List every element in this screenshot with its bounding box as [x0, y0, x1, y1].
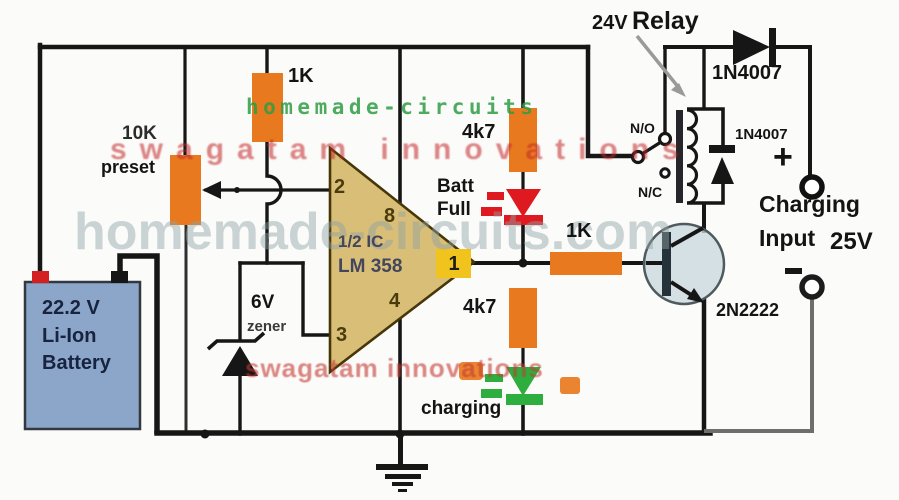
ground-symbol: [376, 434, 428, 492]
contact-nc-label: N/C: [638, 184, 663, 200]
opamp-pin8-label: 8: [384, 205, 396, 227]
zener-value-label: 6V: [251, 292, 275, 313]
diode-triangle: [733, 30, 770, 65]
relay-arm: [641, 140, 662, 156]
battery-neg-wire: [117, 253, 160, 434]
relay-pole-contact: [630, 149, 646, 165]
transistor-collector-lead: [670, 226, 704, 248]
battery-label-line1: 22.2 V: [42, 297, 100, 319]
opamp-triangle: [328, 145, 477, 375]
resistor-4k7-top: [509, 108, 537, 172]
opamp-ic-label: 1/2 IC: [338, 232, 384, 251]
charging-word-label: Charging: [759, 191, 860, 217]
opamp-part-label: LM 358: [338, 256, 403, 277]
resistor-4k7-bottom: [509, 288, 537, 348]
opamp-pin4-label: 4: [389, 290, 401, 312]
transistor-2n2222: [642, 222, 726, 306]
zener-diode-6v: [206, 331, 266, 376]
r1k-bottom-wire-hop: [265, 140, 283, 265]
transistor-base-bar: [662, 232, 671, 296]
input-diode-1n4007: [733, 28, 776, 67]
battery-label-line3: Battery: [42, 352, 111, 375]
led-green-glow-dash: [481, 389, 502, 398]
batt-full-label-line1: Batt: [437, 176, 474, 197]
diode-cathode-bar: [769, 28, 776, 67]
opamp-pin3-label: 3: [336, 324, 348, 346]
preset-value-label: 10K: [122, 123, 157, 144]
watermark-orange-blob: [560, 377, 580, 394]
opamp-pin2-label: 2: [334, 176, 346, 198]
resistor-1k-top-label: 1K: [288, 65, 314, 87]
input-word-label: Input: [759, 225, 816, 251]
relay-pointer-arrow: [635, 34, 686, 97]
relay-coil-loops: [686, 108, 699, 205]
battery-label-line2: Li-Ion: [42, 324, 97, 347]
led-red-bar: [504, 215, 543, 225]
plus-sign-label: +: [773, 138, 793, 176]
zener-word-label: zener: [247, 318, 287, 335]
rail-to-relay-pole: [585, 44, 633, 159]
battery-body: [23, 280, 142, 431]
relay-no-contact: [657, 131, 673, 147]
wires: [37, 42, 812, 436]
opamp-pin1-highlight: [436, 249, 471, 278]
opamp-pin1-label: 1: [448, 252, 460, 275]
plus-terminal: [799, 174, 825, 200]
minus-terminal: [799, 274, 825, 300]
battery-negative-terminal: [111, 271, 128, 283]
flyback-diode-bar: [709, 145, 735, 153]
led-green-bar: [506, 394, 543, 405]
transistor-label: 2N2222: [716, 300, 780, 320]
junction-dot: [234, 187, 240, 193]
led-red-triangle: [506, 189, 541, 217]
diode-flyback-label: 1N4007: [735, 126, 788, 143]
flyback-diode-triangle: [711, 157, 734, 184]
pin3-wire: [301, 261, 332, 337]
relay-box-top: [687, 107, 725, 145]
preset-10k-body: [170, 155, 201, 225]
diode-to-plus-wire: [774, 45, 812, 178]
led-red-glow-dash: [481, 207, 502, 216]
led-green-triangle: [506, 367, 541, 396]
led-green-glow-dash: [485, 374, 503, 382]
resistor-4k7-top-label: 4k7: [462, 121, 496, 143]
resistor-1k-top: [252, 73, 283, 142]
battery-22v: [23, 271, 142, 431]
batt-full-led: [481, 189, 543, 225]
zener-triangle: [222, 346, 258, 376]
junction-dot: [518, 258, 528, 268]
diode-top-label: 1N4007: [712, 62, 783, 84]
preset-wiper-arrowhead: [202, 181, 221, 199]
relay-24v: [630, 107, 735, 205]
relay-nc-contact: [659, 167, 671, 179]
watermark-orange-blob: [459, 362, 483, 380]
battery-positive-terminal: [32, 271, 49, 283]
batt-full-label-line2: Full: [437, 199, 471, 220]
relay-core-bar: [676, 110, 683, 203]
battery-label: 22.2 V Li-Ion Battery: [42, 295, 111, 378]
minus-sign: [785, 268, 802, 274]
input-voltage-label: 25V: [830, 228, 873, 255]
zener-cathode-bar: [206, 331, 266, 351]
preset-word-label: preset: [101, 157, 156, 177]
transistor-emitter-arrow: [687, 288, 704, 303]
resistor-1k-base: [550, 252, 622, 275]
relay-word-label: Relay: [632, 7, 699, 35]
led-red-glow-dash: [487, 192, 504, 200]
minus-return-wire: [704, 298, 814, 433]
relay-voltage-label: 24V: [592, 12, 628, 34]
resistor-1k-mid-label: 1K: [566, 220, 592, 242]
relay-box-bottom: [687, 183, 725, 205]
charging-led-label: charging: [421, 398, 502, 419]
contact-no-label: N/O: [630, 120, 655, 136]
resistor-4k7-bottom-label: 4k7: [463, 296, 497, 318]
junction-dot: [200, 429, 210, 439]
charging-led: [481, 367, 543, 405]
